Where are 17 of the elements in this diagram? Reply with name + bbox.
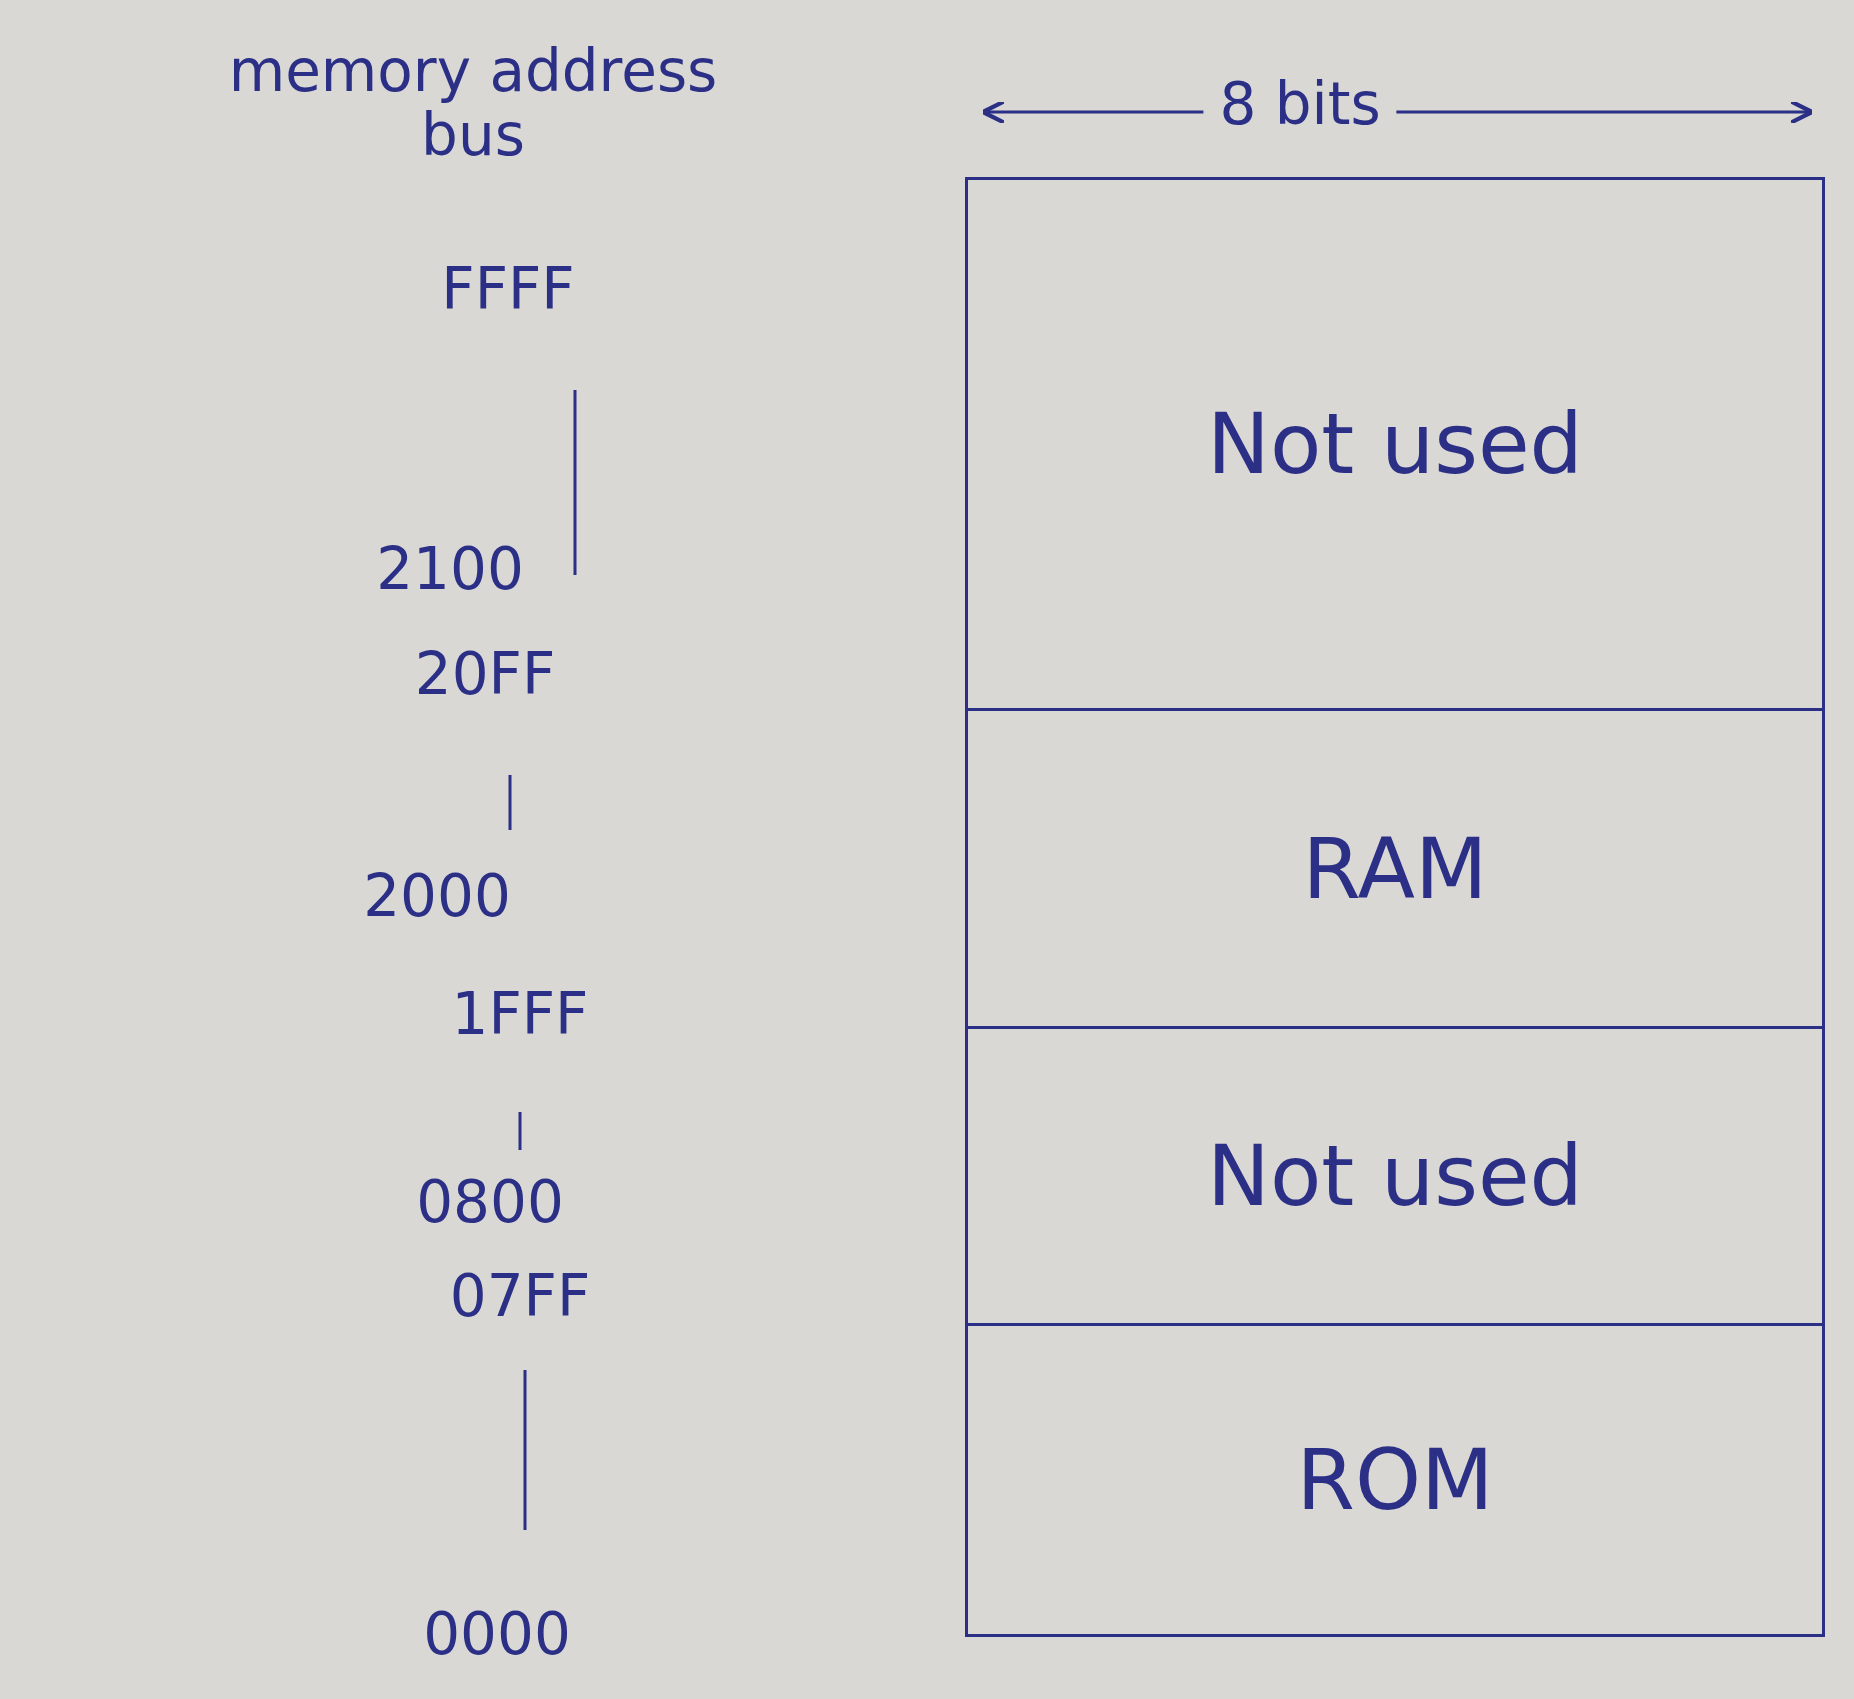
memory-block bbox=[965, 1323, 1825, 1637]
address-label: 2000 bbox=[363, 862, 511, 930]
address-label: 1FFF bbox=[451, 980, 589, 1048]
memory-block bbox=[965, 177, 1825, 711]
address-label: 20FF bbox=[414, 640, 556, 708]
block-label: RAM bbox=[1302, 819, 1488, 918]
address-label: 2100 bbox=[376, 535, 524, 603]
address-label: 0800 bbox=[416, 1168, 564, 1236]
memory-block bbox=[965, 708, 1825, 1029]
address-label: 07FF bbox=[449, 1262, 591, 1330]
address-label: 0000 bbox=[423, 1600, 571, 1668]
block-label: Not used bbox=[1207, 395, 1583, 493]
bus-label: memory address bus bbox=[227, 40, 719, 168]
block-label: ROM bbox=[1296, 1431, 1494, 1529]
block-label: Not used bbox=[1207, 1127, 1583, 1225]
address-label: FFFF bbox=[441, 255, 575, 323]
memory-block bbox=[965, 1026, 1825, 1326]
